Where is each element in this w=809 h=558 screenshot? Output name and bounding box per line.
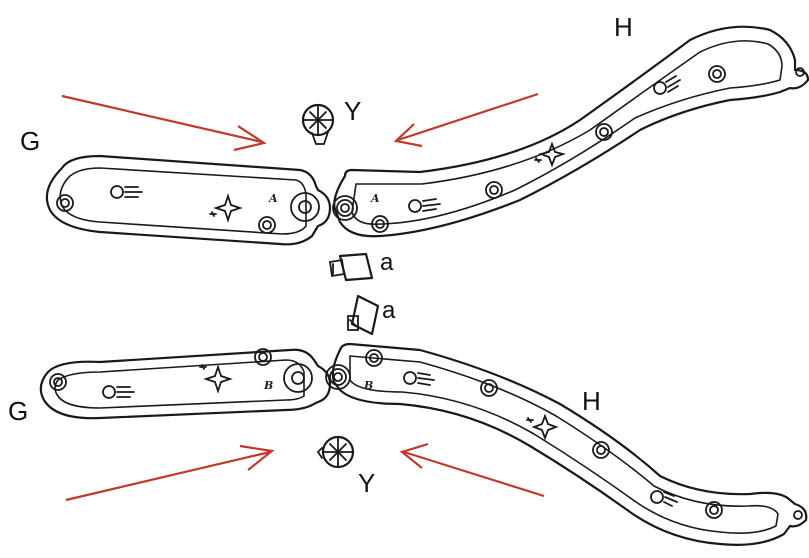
part-mark-b-right: B [363, 379, 373, 392]
sparkle-icon [199, 364, 233, 394]
comet-icon [653, 75, 681, 95]
label-h-bottom: H [582, 386, 601, 416]
bar-piece-h-top: A [332, 25, 809, 238]
bar-piece-g-bottom: B [39, 348, 332, 420]
bar-piece-h-bottom: B [325, 342, 808, 546]
label-y-bottom: Y [358, 468, 375, 498]
label-a-upper: a [380, 249, 394, 276]
comet-icon [408, 198, 441, 213]
arrow-icon-bottom-left [65, 444, 275, 502]
comet-icon [110, 185, 143, 199]
label-a-lower: a [382, 297, 396, 324]
part-mark-a-right: A [370, 192, 380, 205]
bracket-icon-lower [347, 294, 380, 336]
part-mark-b-left: B [263, 379, 273, 392]
comet-icon [403, 371, 435, 386]
arrow-icon-top-right [393, 92, 539, 148]
comet-icon [102, 385, 135, 399]
part-mark-a-left: A [268, 192, 278, 205]
sparkle-icon [526, 413, 559, 441]
label-g-top: G [20, 126, 40, 156]
sparkle-icon [209, 193, 243, 223]
bar-piece-g-top: A [45, 154, 332, 246]
comet-icon [650, 490, 678, 507]
label-y-top: Y [344, 96, 361, 126]
label-g-bottom: G [8, 396, 28, 426]
sparkle-icon [534, 141, 567, 168]
screw-icon-bottom [316, 435, 355, 469]
arrow-icon-top-left [61, 94, 267, 152]
label-h-top: H [614, 12, 633, 42]
arrow-icon-bottom-right [399, 442, 545, 498]
bracket-icon-upper [328, 252, 374, 282]
screw-icon-top [301, 103, 335, 145]
